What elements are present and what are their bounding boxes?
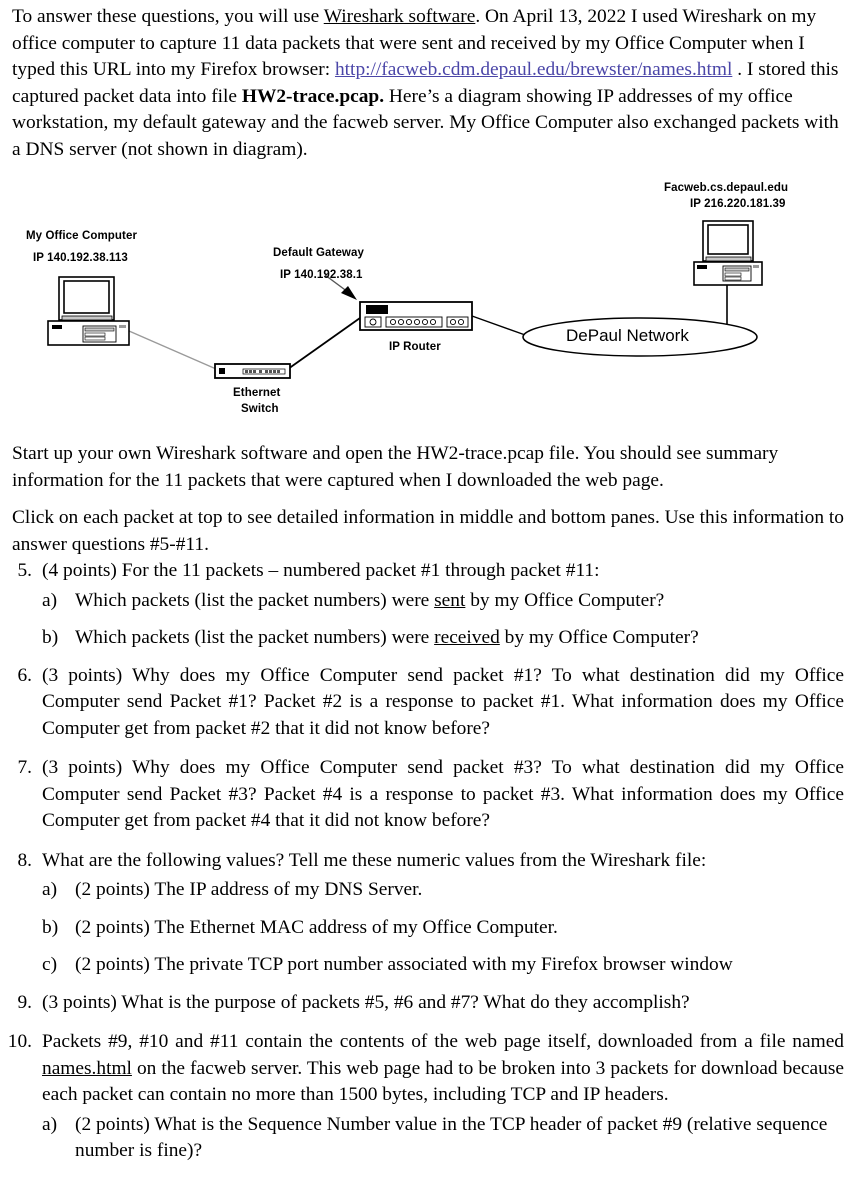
sub-marker-5b: b) — [42, 627, 59, 648]
question-list: 5. (4 points) For the 11 packets – numbe… — [0, 558, 856, 1176]
question-8-sub-a: a) (2 points) The IP address of my DNS S… — [42, 877, 844, 904]
sub-marker-8c: c) — [42, 954, 58, 975]
intro-text-4: Here’s a diagram showing IP addresses of… — [12, 85, 839, 160]
sub-text-8c: (2 points) The private TCP port number a… — [75, 954, 733, 975]
question-5-subitems: a) Which packets (list the packet number… — [42, 588, 844, 652]
question-marker-9: 9. — [17, 991, 32, 1013]
question-text-10-pre: Packets #9, #10 and #11 contain the cont… — [42, 1031, 844, 1052]
trace-filename: HW2-trace.pcap. — [241, 85, 385, 107]
intro-text-1: To answer these questions, you will use — [12, 6, 324, 27]
question-text-10-post: on the facweb server. This web page had … — [42, 1057, 844, 1106]
question-marker-5: 5. — [17, 560, 32, 581]
question-text-9: (3 points) What is the purpose of packet… — [42, 991, 690, 1013]
sub-marker-8a: a) — [42, 879, 58, 900]
question-8-subitems: a) (2 points) The IP address of my DNS S… — [42, 877, 844, 979]
facweb-server-label: Facweb.cs.depaul.edu — [664, 182, 789, 194]
link-computer-to-switch — [112, 323, 224, 373]
question-item-5: 5. (4 points) For the 11 packets – numbe… — [0, 558, 856, 652]
question-text-5: (4 points) For the 11 packets – numbered… — [42, 560, 600, 581]
question-10-sub-a: a) (2 points) What is the Sequence Numbe… — [42, 1112, 844, 1165]
sub-text-10a: (2 points) What is the Sequence Number v… — [75, 1113, 828, 1162]
network-diagram: My Office Computer IP 140.192.38.113 Def… — [0, 176, 856, 434]
sub-marker-8b: b) — [42, 916, 59, 938]
question-item-8: 8. What are the following values? Tell m… — [0, 848, 856, 979]
default-gateway-label: Default Gateway — [273, 247, 364, 259]
intro-text-3: . I stored this captured packet data int… — [12, 59, 839, 107]
question-item-10: 10. Packets #9, #10 and #11 contain the … — [0, 1029, 856, 1165]
sub-text-8b: (2 points) The Ethernet MAC address of m… — [75, 916, 558, 938]
facweb-server-ip: IP 216.220.181.39 — [690, 198, 786, 210]
default-gateway-arrow-icon — [324, 274, 357, 300]
paragraph-start-wireshark: Start up your own Wireshark software and… — [12, 443, 779, 491]
question-item-6: 6. (3 points) Why does my Office Compute… — [0, 663, 856, 743]
default-gateway-ip: IP 140.192.38.1 — [280, 269, 363, 281]
sub-text-8a: (2 points) The IP address of my DNS Serv… — [75, 879, 423, 900]
sub-text-5a-underlined: sent — [434, 589, 466, 611]
intro-text-2: . On April 13, 2022 I used Wireshark on … — [12, 6, 817, 81]
question-text-8: What are the following values? Tell me t… — [42, 849, 707, 871]
question-marker-7: 7. — [17, 757, 32, 778]
question-8-sub-b: b) (2 points) The Ethernet MAC address o… — [42, 915, 844, 942]
ip-router-icon — [359, 301, 473, 331]
depaul-network-ellipse — [522, 317, 758, 357]
question-5-sub-b: b) Which packets (list the packet number… — [42, 625, 844, 652]
names-html-underlined: names.html — [42, 1057, 132, 1079]
question-marker-6: 6. — [17, 664, 32, 686]
sub-text-5a-pre: Which packets (list the packet numbers) … — [75, 589, 435, 611]
question-marker-8: 8. — [17, 849, 32, 871]
sub-text-5b-underlined: received — [434, 627, 500, 648]
facweb-server-icon — [693, 220, 763, 286]
question-item-7: 7. (3 points) Why does my Office Compute… — [0, 755, 856, 835]
question-text-7: (3 points) Why does my Office Computer s… — [42, 757, 844, 831]
office-computer-icon — [47, 276, 130, 346]
office-computer-ip: IP 140.192.38.113 — [33, 252, 128, 264]
sub-text-5b-pre: Which packets (list the packet numbers) … — [75, 627, 435, 648]
network-diagram-svg — [47, 220, 763, 379]
sub-marker-5a: a) — [42, 589, 58, 611]
paragraph-click-packet: Click on each packet at top to see detai… — [12, 507, 844, 555]
ethernet-switch-label-line2: Switch — [241, 403, 279, 415]
ethernet-switch-label-line1: Ethernet — [233, 387, 281, 399]
ethernet-switch-icon — [214, 363, 291, 379]
depaul-network-label: DePaul Network — [566, 326, 689, 345]
question-10-subitems: a) (2 points) What is the Sequence Numbe… — [42, 1112, 844, 1165]
question-8-sub-c: c) (2 points) The private TCP port numbe… — [42, 952, 844, 979]
sub-text-5a-post: by my Office Computer? — [465, 589, 665, 611]
url-link[interactable]: http://facweb.cdm.depaul.edu/brewster/na… — [334, 59, 733, 81]
question-marker-10: 10. — [7, 1031, 32, 1052]
question-5-sub-a: a) Which packets (list the packet number… — [42, 588, 844, 615]
question-text-6: (3 points) Why does my Office Computer s… — [42, 664, 844, 739]
link-router-to-cloud — [471, 315, 529, 337]
sub-marker-10a: a) — [42, 1113, 58, 1135]
sub-text-5b-post: by my Office Computer? — [499, 627, 699, 648]
ip-router-label: IP Router — [389, 341, 441, 353]
question-item-9: 9. (3 points) What is the purpose of pac… — [0, 990, 856, 1017]
office-computer-label: My Office Computer — [26, 230, 138, 242]
intro-paragraph: To answer these questions, you will use … — [12, 4, 846, 164]
wireshark-software-underlined: Wireshark software — [323, 6, 476, 27]
link-switch-to-router — [287, 317, 361, 370]
